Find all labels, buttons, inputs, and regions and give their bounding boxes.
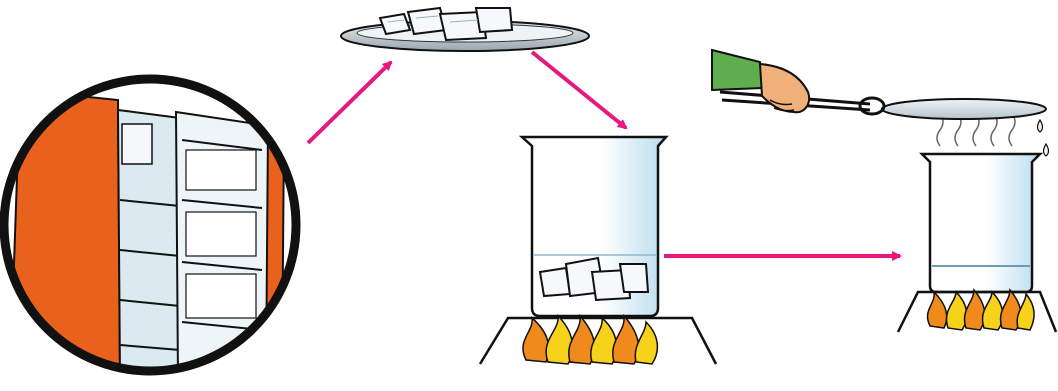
flame-icon xyxy=(928,290,1035,330)
beaker-with-ice-icon xyxy=(522,137,666,316)
flame-icon xyxy=(523,316,657,364)
ice-cubes-icon xyxy=(341,8,589,51)
arrow-tray-to-beaker xyxy=(532,52,626,128)
arrow-fridge-to-tray xyxy=(308,62,391,143)
water-drop-icon xyxy=(1038,120,1049,156)
refrigerator-icon xyxy=(0,70,300,390)
